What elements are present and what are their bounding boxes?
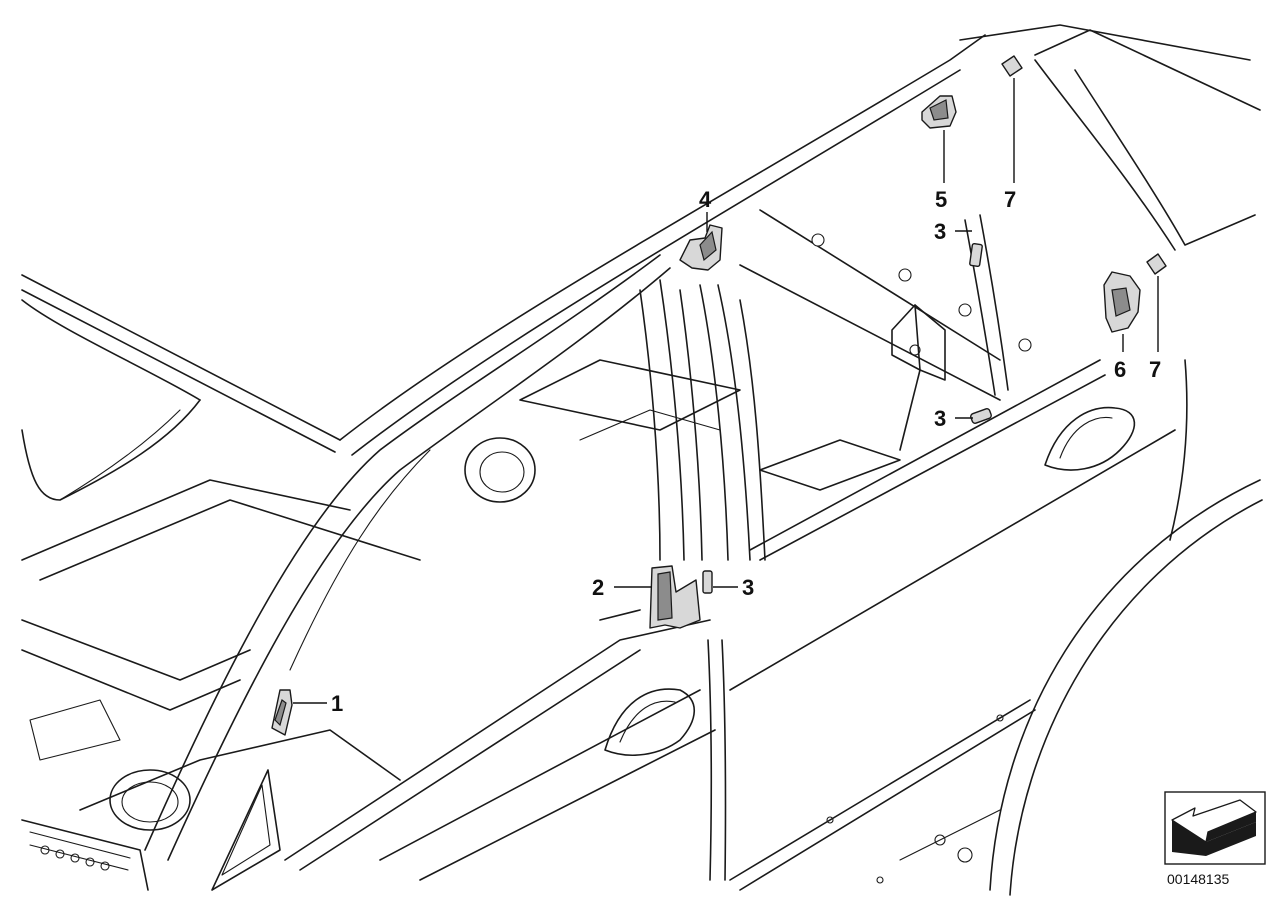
part-3b-shape	[969, 242, 983, 268]
callout-7-lower: 7	[1149, 357, 1161, 382]
part-5-shape	[921, 95, 957, 129]
part-4-shape	[679, 224, 723, 271]
reference-number: 00148135	[1167, 871, 1230, 887]
callout-3-upper-rear: 3	[934, 219, 946, 244]
callout-1: 1	[331, 691, 343, 716]
callout-5: 5	[935, 187, 947, 212]
callout-4: 4	[699, 187, 712, 212]
part-7b-shape	[1146, 253, 1167, 275]
callout-6: 6	[1114, 357, 1126, 382]
part-7a-shape	[1001, 55, 1023, 77]
callout-3-lower-rear: 3	[934, 406, 946, 431]
part-1-shape	[271, 689, 293, 736]
part-3c-shape	[970, 408, 992, 424]
part-3a-shape	[702, 570, 713, 594]
part-2-shape	[649, 565, 701, 629]
callout-2: 2	[592, 575, 604, 600]
car-body-outline	[21, 24, 1263, 896]
leader-lines	[293, 78, 1159, 704]
callout-3-b-pillar: 3	[742, 575, 754, 600]
direction-arrow-icon	[1164, 791, 1266, 865]
part-6-shape	[1103, 271, 1141, 333]
callout-7-upper: 7	[1004, 187, 1016, 212]
